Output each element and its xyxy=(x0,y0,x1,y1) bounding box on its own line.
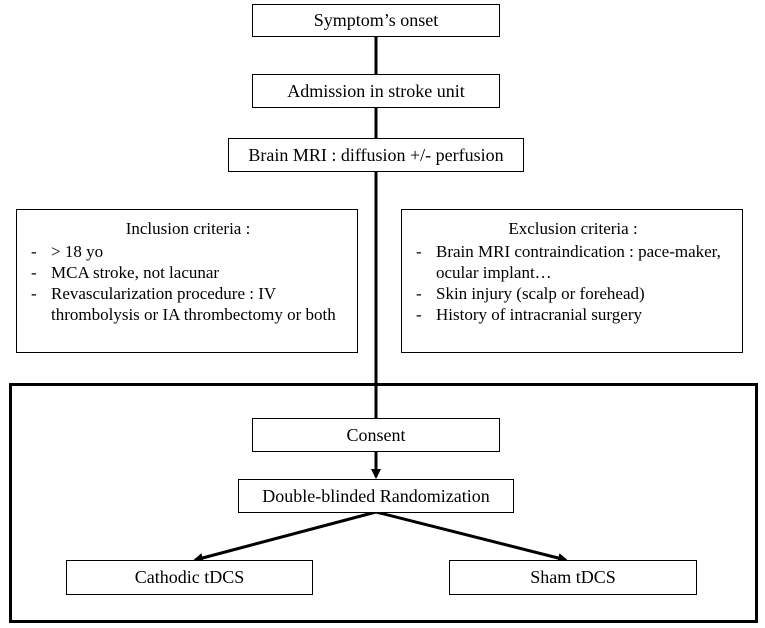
cathodic-tdcs-box: Cathodic tDCS xyxy=(66,560,313,595)
randomization-frame xyxy=(9,383,758,623)
sham-tdcs-label: Sham tDCS xyxy=(530,567,616,587)
cathodic-tdcs-label: Cathodic tDCS xyxy=(134,567,245,587)
exclusion-criteria-list: Brain MRI contraindication : pace-maker,… xyxy=(414,241,732,325)
sham-tdcs-box: Sham tDCS xyxy=(449,560,697,595)
inclusion-item: Revascularization procedure : IV thrombo… xyxy=(29,283,347,325)
inclusion-item: MCA stroke, not lacunar xyxy=(29,262,347,283)
randomization-box: Double-blinded Randomization xyxy=(238,479,514,513)
symptom-onset-box: Symptom’s onset xyxy=(252,4,500,37)
exclusion-item: Brain MRI contraindication : pace-maker,… xyxy=(414,241,732,283)
inclusion-item: > 18 yo xyxy=(29,241,347,262)
inclusion-criteria-list: > 18 yo MCA stroke, not lacunar Revascul… xyxy=(29,241,347,325)
inclusion-criteria-title: Inclusion criteria : xyxy=(125,219,251,238)
brain-mri-label: Brain MRI : diffusion +/- perfusion xyxy=(248,144,504,165)
symptom-onset-label: Symptom’s onset xyxy=(313,10,439,30)
consent-box: Consent xyxy=(252,418,500,452)
exclusion-criteria-box: Exclusion criteria : Brain MRI contraind… xyxy=(401,209,743,353)
exclusion-criteria-title: Exclusion criteria : xyxy=(508,219,638,238)
admission-box: Admission in stroke unit xyxy=(252,74,500,108)
inclusion-criteria-box: Inclusion criteria : > 18 yo MCA stroke,… xyxy=(16,209,358,353)
brain-mri-box: Brain MRI : diffusion +/- perfusion xyxy=(228,138,524,172)
admission-label: Admission in stroke unit xyxy=(287,80,465,101)
randomization-label: Double-blinded Randomization xyxy=(262,485,490,506)
consent-label: Consent xyxy=(346,424,406,445)
exclusion-item: History of intracranial surgery xyxy=(414,304,732,325)
exclusion-item: Skin injury (scalp or forehead) xyxy=(414,283,732,304)
